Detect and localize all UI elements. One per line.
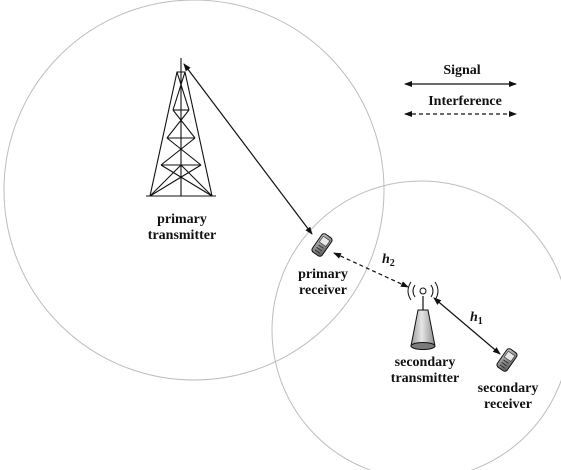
secondary-receiver-label-line1: secondary (477, 381, 539, 396)
legend-signal-label: Signal (443, 63, 481, 78)
secondary-receiver-label: secondary receiver (466, 381, 550, 413)
channel-h2-symbol: h (382, 252, 390, 267)
channel-h1-symbol: h (470, 310, 478, 325)
secondary-signal-link-h1 (433, 297, 501, 355)
channel-h2-subscript: 2 (389, 258, 395, 269)
secondary-transmitter-antenna-icon (407, 281, 439, 350)
secondary-receiver-label-line2: receiver (484, 397, 532, 412)
primary-transmitter-label-line1: primary (157, 212, 207, 227)
channel-h1-subscript: 1 (477, 316, 483, 327)
channel-h1-label: h1 (470, 310, 483, 330)
primary-signal-link (183, 63, 313, 235)
primary-receiver-label-line2: receiver (299, 283, 347, 298)
primary-transmitter-label-line2: transmitter (147, 228, 217, 243)
primary-receiver-label: primary receiver (280, 267, 366, 299)
secondary-receiver-phone-icon (496, 348, 518, 372)
secondary-transmitter-label-line1: secondary (394, 355, 456, 370)
secondary-transmitter-label: secondary transmitter (383, 355, 467, 387)
primary-transmitter-tower-icon (146, 58, 216, 197)
primary-coverage-circle (3, 0, 385, 381)
secondary-coverage-circle (271, 180, 561, 470)
primary-receiver-phone-icon (311, 233, 333, 257)
channel-h2-label: h2 (382, 252, 395, 272)
secondary-transmitter-label-line2: transmitter (390, 371, 460, 386)
primary-transmitter-label: primary transmitter (132, 212, 232, 244)
primary-receiver-label-line1: primary (298, 267, 348, 282)
legend-interference-label: Interference (428, 94, 502, 109)
